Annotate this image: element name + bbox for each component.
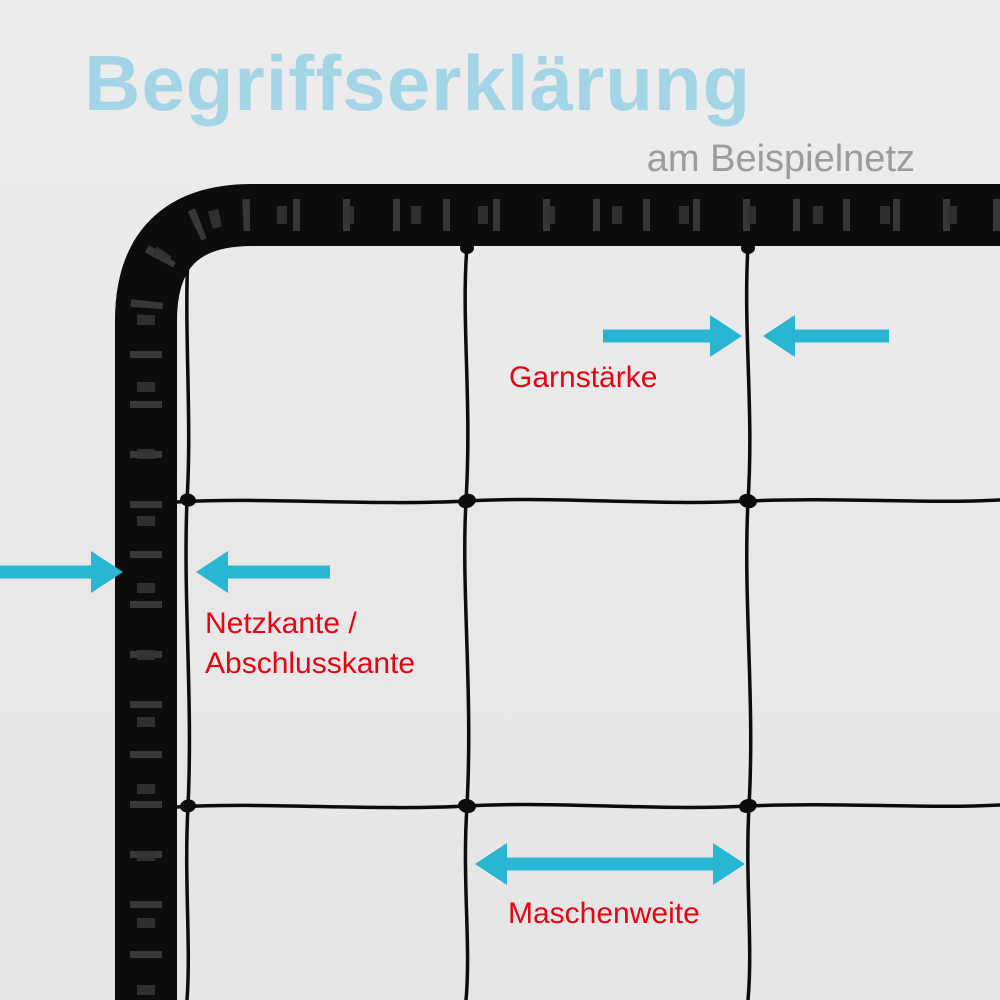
label-netzkante-line1: Netzkante / [205,607,357,640]
arrow-head [710,315,742,357]
net-strands [174,244,1000,1000]
net-strand-horizontal-1 [174,497,1000,505]
arrow-head-left [475,843,507,885]
rope-border-braid-highlight-1 [130,199,1000,1000]
label-garnstaerke: Garnstärke [509,361,658,394]
net-strand-vertical-1 [463,244,471,1000]
arrow-maschenweite [475,843,745,885]
rope-border [115,184,1000,1000]
arrow-garnstaerke-left [603,315,742,357]
arrow-head [91,551,123,593]
arrow-head-right [713,843,745,885]
net-strand-horizontal-2 [174,802,1000,810]
arrow-garnstaerke-right [763,315,889,357]
arrow-netzkante-right [196,551,330,593]
label-netzkante-line2: Abschlusskante [205,647,416,680]
net-strand-vertical-edge [184,252,192,1000]
page-subtitle: am Beispielnetz [646,138,915,180]
arrow-netzkante-left [0,551,123,593]
arrow-head [196,551,228,593]
arrow-head [763,315,795,357]
net-strand-vertical-2 [744,244,753,1000]
label-maschenweite: Maschenweite [508,897,700,930]
page-title: Begriffserklärung [84,39,752,127]
